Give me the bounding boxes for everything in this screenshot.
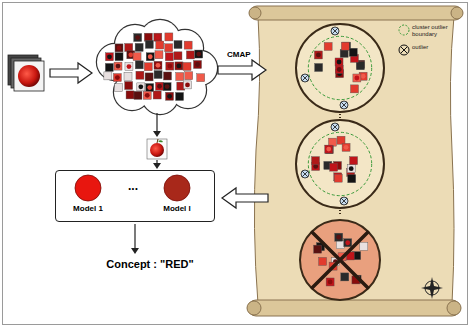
model-circle-shape [74,174,102,202]
legend-text: outlier [412,44,456,51]
arrow-label: CMAP [226,50,252,59]
image-stack [8,55,44,91]
scroll-map [247,6,463,316]
cluster [296,120,384,208]
cluster [296,24,384,112]
flow-arrows [50,60,268,254]
model-circle: Model l [160,174,194,213]
concept-label: Concept : "RED" [105,258,194,270]
legend-item: outlier [398,44,456,56]
ellipsis: ... [128,179,138,193]
model-name: Model l [163,204,191,213]
apple-image [147,139,167,159]
image-cloud [97,20,217,114]
model-circle-shape [163,174,191,202]
legend-text: cluster outlier boundary [412,24,456,38]
compass-rose [421,277,443,299]
outlier-sample [398,44,410,56]
legend-item: cluster outlier boundary [398,24,456,38]
frame [3,3,468,325]
model-circle: Model 1 [70,174,106,213]
model-box: ... Model 1 Model l [55,170,215,222]
model-name: Model 1 [73,204,103,213]
cluster [300,220,380,300]
boundary-sample [398,24,410,36]
